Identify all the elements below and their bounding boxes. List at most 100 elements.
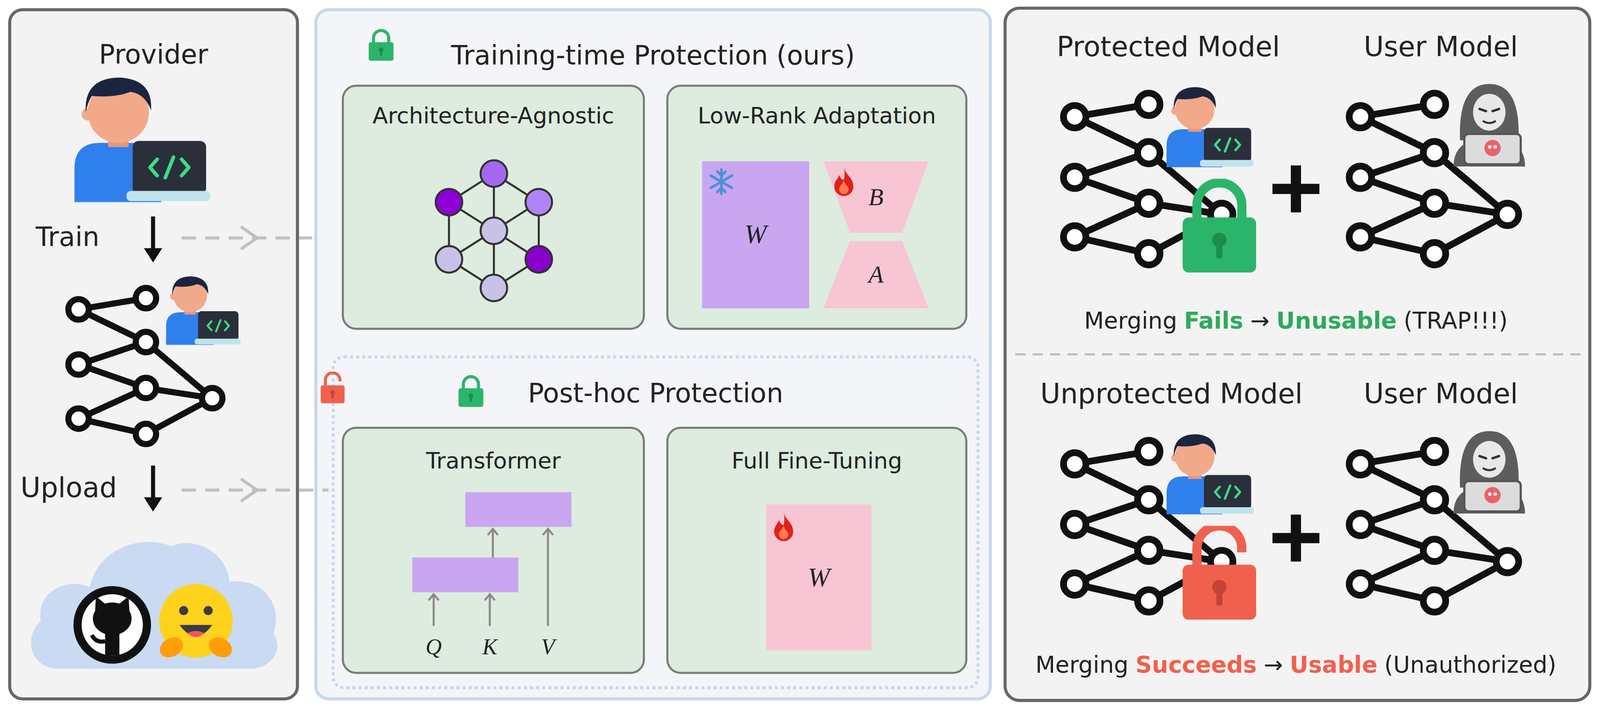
box-title: Provider xyxy=(11,39,297,72)
box-title: Transformer xyxy=(343,447,643,475)
huggingface-logo-part xyxy=(178,605,189,615)
upload-arrow-part xyxy=(143,496,163,512)
matrix-symbol: W xyxy=(744,221,767,249)
graph-icon-part-part xyxy=(480,274,508,302)
graph-icon-part xyxy=(435,160,553,301)
attention-block-part-part xyxy=(547,528,549,626)
graph-icon-part-part xyxy=(480,217,508,244)
trapezoid-shape xyxy=(823,161,929,233)
dashed-arrow-part xyxy=(181,236,313,239)
graph-icon-part xyxy=(448,173,539,288)
snowflake-icon-part xyxy=(711,175,733,188)
box-title: Post-hoc Protection xyxy=(334,377,977,410)
snowflake-icon-part xyxy=(717,171,726,176)
outcome-keyword: Usable xyxy=(1289,650,1378,678)
train-arrow-part xyxy=(143,248,163,263)
box-title: Training-time Protection (ours) xyxy=(317,40,989,73)
dashed-arrow xyxy=(181,226,313,249)
github-logo-part xyxy=(92,602,132,636)
feature-box: Transformer xyxy=(341,426,646,674)
huggingface-logo-part xyxy=(159,583,233,658)
model-title: Protected Model xyxy=(964,30,1373,64)
network-icon xyxy=(68,287,223,445)
outcome-keyword: Succeeds xyxy=(1135,650,1257,678)
developer-icon xyxy=(165,276,241,345)
graph-icon-part-part xyxy=(493,230,539,260)
weight-matrix: W xyxy=(701,161,810,309)
matrix-symbol: A xyxy=(868,262,884,287)
outcome-sentence: MergingSucceeds→Usable(Unauthorized) xyxy=(887,650,1600,679)
attention-block xyxy=(412,491,572,626)
network-icon xyxy=(1063,92,1233,265)
graph-icon-part-part xyxy=(435,188,463,216)
graph-icon xyxy=(435,160,553,301)
github-logo-part xyxy=(117,595,130,615)
outcome-text: → xyxy=(1250,306,1270,334)
graph-icon-part-part xyxy=(537,202,540,260)
huggingface-logo-part xyxy=(203,605,213,615)
huggingface-logo-part xyxy=(187,630,205,638)
snowflake-icon-part xyxy=(717,187,726,192)
huggingface-logo-part xyxy=(205,632,236,661)
graph-icon-part-part xyxy=(492,230,495,288)
model-title: User Model xyxy=(1236,30,1600,64)
github-logo-part xyxy=(81,593,144,656)
attention-block-part-part xyxy=(484,593,495,601)
outcome-text: Merging xyxy=(1035,650,1129,678)
attention-block-part-part xyxy=(488,593,491,626)
attention-block-part-part xyxy=(491,528,494,558)
developer-icon xyxy=(74,77,211,202)
plus-sign xyxy=(1272,514,1320,562)
graph-icon-part-part xyxy=(448,230,494,260)
graph-icon-part-part xyxy=(525,245,552,273)
provider-panel: Provider xyxy=(8,8,299,700)
box-title: Low-Rank Adaptation xyxy=(668,103,966,131)
plus-sign-part xyxy=(1290,165,1302,213)
graph-icon-part-part xyxy=(493,173,539,203)
github-logo-part xyxy=(73,585,151,664)
graph-icon-part-part xyxy=(480,160,508,187)
feature-box: Low-Rank AdaptationW B A xyxy=(666,84,968,330)
attention-block-part-part xyxy=(428,593,439,601)
huggingface-logo-part xyxy=(179,624,213,636)
graph-icon-part-part xyxy=(447,202,450,260)
github-logo-part xyxy=(94,595,107,615)
attention-block-part-part xyxy=(487,528,498,535)
upload-arrow xyxy=(143,465,163,512)
graph-icon-part-part xyxy=(448,259,494,288)
plus-sign xyxy=(1272,165,1320,213)
graph-icon-part-part xyxy=(525,188,552,216)
graph-icon-part-part xyxy=(493,202,539,231)
outcome-keyword: Fails xyxy=(1184,306,1244,334)
outcome-text: → xyxy=(1263,650,1284,678)
model-title: User Model xyxy=(1236,377,1600,411)
attention-block-part xyxy=(428,528,553,626)
graph-icon-part-part xyxy=(448,173,494,203)
lora-matrix: B xyxy=(823,161,929,233)
graph-icon-part-part xyxy=(492,173,495,231)
lock-icon xyxy=(458,376,484,407)
hacker-icon xyxy=(1453,84,1526,167)
snowflake-icon-part xyxy=(720,169,723,194)
feature-box: Architecture-Agnostic xyxy=(341,84,646,330)
developer-icon xyxy=(1166,87,1254,167)
attention-block-part-part xyxy=(542,528,553,535)
outcome-text: (Unauthorized) xyxy=(1384,650,1557,678)
cloud-shape xyxy=(30,541,278,669)
network-icon xyxy=(1063,440,1233,612)
snowflake-icon xyxy=(711,169,733,194)
box-title: Architecture-Agnostic xyxy=(343,103,643,131)
huggingface-logo xyxy=(156,583,236,662)
method-panel: Training-time Protection (ours) Architect… xyxy=(314,8,993,700)
graph-icon-part-part xyxy=(448,202,494,231)
outcome-text: (TRAP!!!) xyxy=(1403,306,1508,334)
plus-sign-part xyxy=(1272,183,1320,194)
unlock-icon xyxy=(320,372,345,403)
attention-block-part-part xyxy=(432,593,435,626)
posthoc-box: Post-hoc ProtectionTransformerFull Fine-… xyxy=(331,355,980,689)
dashed-arrow-part xyxy=(240,226,258,249)
developer-icon xyxy=(1166,433,1254,514)
trapezoid-shape xyxy=(823,240,929,309)
